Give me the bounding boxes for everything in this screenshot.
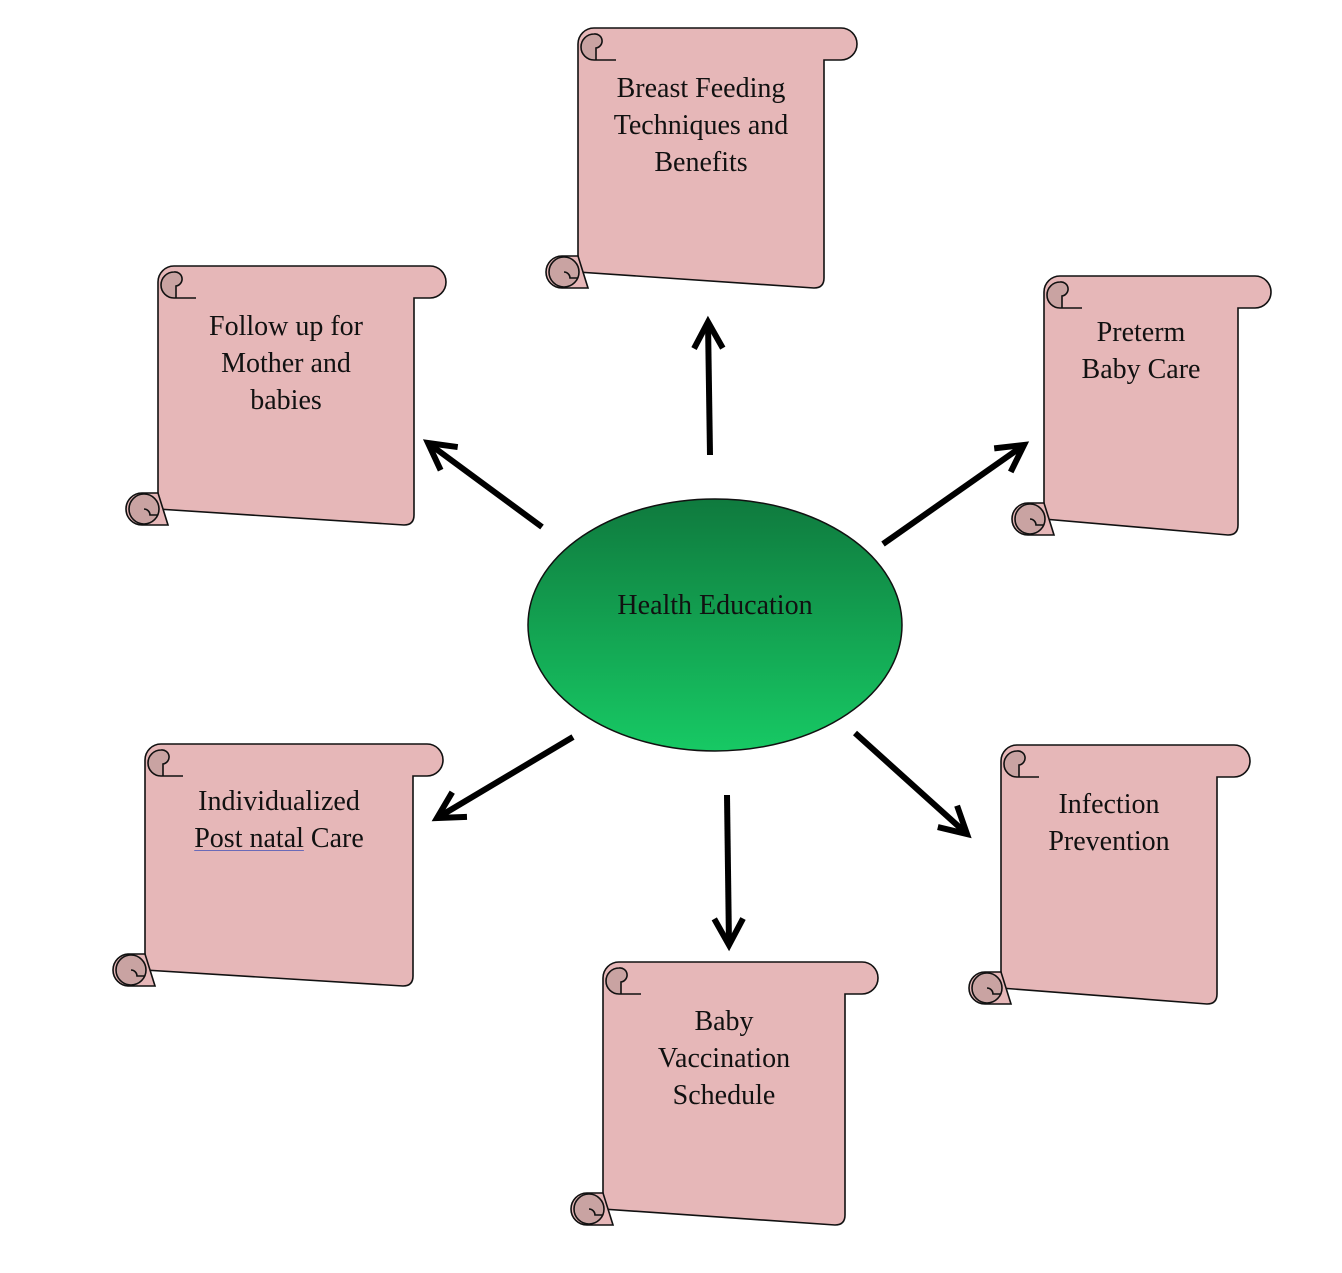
topic-text-line: Techniques and xyxy=(613,110,789,141)
underlined-words: Post natal xyxy=(194,823,304,854)
arrow-head xyxy=(937,804,972,839)
topic-text-line: Breast Feeding xyxy=(616,73,786,104)
arrow-head xyxy=(711,917,746,952)
arrow-shaft xyxy=(881,442,1026,547)
arrow-head xyxy=(993,441,1030,474)
arrow-shaft xyxy=(705,321,713,456)
topic-text-line: Mother and xyxy=(221,348,351,379)
topic-text-line-underlined: Post natal Care xyxy=(145,820,413,857)
scroll-body xyxy=(577,27,858,289)
arrow-head xyxy=(431,790,468,822)
arrow-shaft xyxy=(852,730,970,837)
scroll-curl-top xyxy=(605,967,628,995)
scroll-infection-prevention xyxy=(968,744,1251,1005)
scroll-curl-top xyxy=(580,33,603,61)
topic-follow-up: Follow up for Mother and babies xyxy=(158,308,414,419)
scroll-breast-feeding xyxy=(545,27,858,289)
arrow-to-follow-up xyxy=(422,439,544,530)
scroll-post-natal-care xyxy=(112,743,444,987)
central-node-ellipse xyxy=(527,498,903,752)
scroll-body xyxy=(1000,744,1251,1005)
arrow-shaft xyxy=(426,440,544,530)
scroll-curl-top xyxy=(1046,281,1069,309)
topic-preterm-baby-care: Preterm Baby Care xyxy=(1044,314,1238,388)
scroll-preterm-baby-care xyxy=(1011,275,1272,536)
scroll-curl-bottom-spiral xyxy=(588,1208,603,1216)
scroll-curl-bottom-spiral xyxy=(563,271,578,279)
arrow-to-preterm-baby-care xyxy=(881,441,1030,547)
scroll-body xyxy=(144,743,444,987)
topic-text-line: Schedule xyxy=(672,1080,776,1111)
topic-text-line: Preterm xyxy=(1096,317,1186,348)
scroll-curl-top xyxy=(1003,750,1026,778)
scroll-body xyxy=(1043,275,1272,536)
topic-text-line: Vaccination xyxy=(657,1043,791,1074)
arrow-to-infection-prevention xyxy=(852,730,972,839)
scroll-curl-top xyxy=(160,271,183,299)
arrow-to-post-natal-care xyxy=(431,734,575,822)
arrow-to-baby-vaccination xyxy=(711,794,746,952)
arrow-head xyxy=(691,315,726,350)
scroll-baby-vaccination xyxy=(570,961,879,1226)
topic-post-natal-care: Individualized Post natal Care xyxy=(145,783,413,857)
scroll-body xyxy=(602,961,879,1226)
scroll-curl-bottom-spiral xyxy=(1029,518,1044,526)
trailing-word: Care xyxy=(310,823,364,854)
central-node-label: Health Education xyxy=(617,590,813,621)
scroll-curl-bottom-spiral xyxy=(986,987,1001,995)
topic-text-line: Follow up for xyxy=(209,311,363,342)
topic-text-line: Baby xyxy=(694,1006,754,1037)
arrow-head xyxy=(422,439,459,472)
scroll-curl-bottom-spiral xyxy=(130,969,145,977)
scroll-follow-up xyxy=(125,265,447,526)
arrow-to-breast-feeding xyxy=(691,315,726,456)
arrow-shaft xyxy=(435,734,575,821)
topic-infection-prevention: Infection Prevention xyxy=(1001,786,1217,860)
scroll-curl-bottom-spiral xyxy=(143,508,158,516)
topic-text-line: babies xyxy=(250,385,322,416)
topic-baby-vaccination: Baby Vaccination Schedule xyxy=(603,1003,845,1114)
scrolls-layer xyxy=(112,27,1272,1226)
topic-text-line: Infection xyxy=(1058,789,1160,820)
topic-text-line: Individualized xyxy=(198,786,360,817)
arrows-layer xyxy=(422,315,1030,952)
arrow-shaft xyxy=(724,794,732,946)
topic-text-line: Prevention xyxy=(1048,826,1170,857)
topic-breast-feeding: Breast Feeding Techniques and Benefits xyxy=(578,70,824,181)
scroll-body xyxy=(157,265,447,526)
scroll-curl-top xyxy=(147,749,170,777)
topic-text-line: Baby Care xyxy=(1081,354,1201,385)
topic-text-line: Benefits xyxy=(654,147,748,178)
